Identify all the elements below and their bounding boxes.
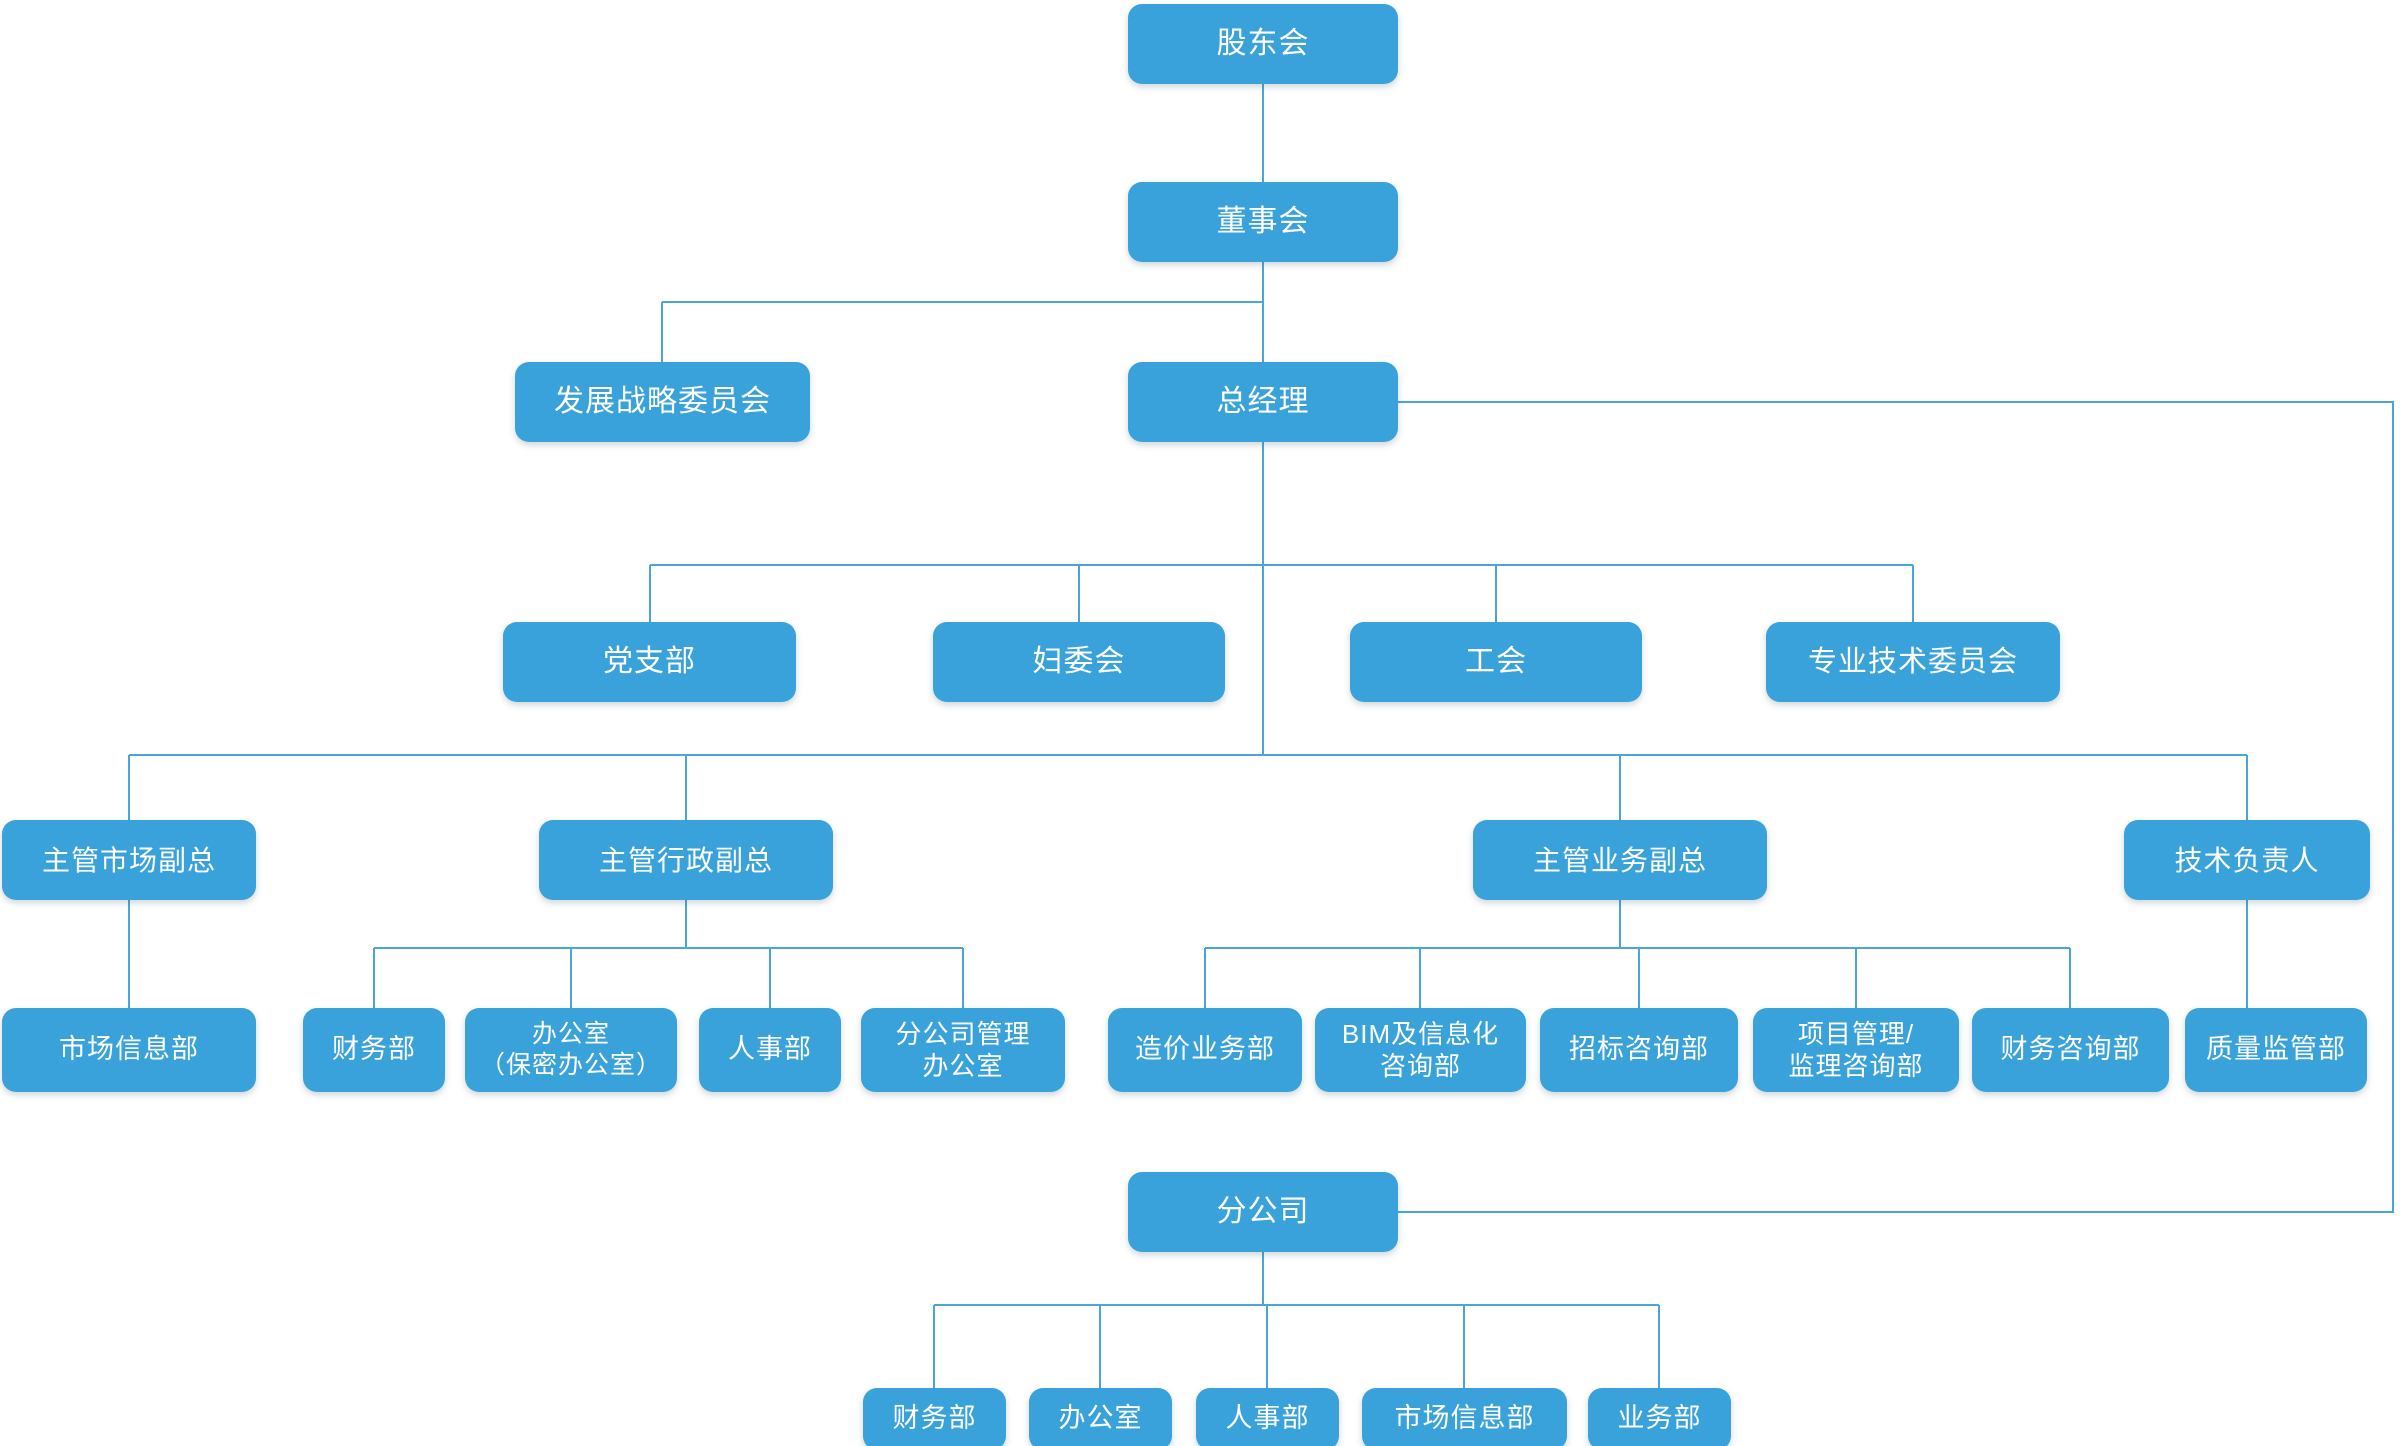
org-node-office-confidential: 办公室 （保密办公室） [465,1008,677,1092]
org-node-branch-business-dept: 业务部 [1588,1388,1731,1446]
org-node-bidding-consulting-dept: 招标咨询部 [1540,1008,1738,1092]
org-node-bim-info-consulting-dept: BIM及信息化 咨询部 [1315,1008,1526,1092]
org-node-strategy-committee: 发展战略委员会 [515,362,810,442]
org-node-branch-company: 分公司 [1128,1172,1398,1252]
org-node-board: 董事会 [1128,182,1398,262]
org-node-vp-business: 主管业务副总 [1473,820,1767,900]
org-node-labor-union: 工会 [1350,622,1642,702]
org-node-professional-tech-committee: 专业技术委员会 [1766,622,2060,702]
org-node-branch-hr-dept: 人事部 [1196,1388,1339,1446]
org-node-technical-director: 技术负责人 [2124,820,2370,900]
org-node-market-info-dept: 市场信息部 [2,1008,256,1092]
org-node-vp-market: 主管市场副总 [2,820,256,900]
org-node-general-manager: 总经理 [1128,362,1398,442]
org-node-quality-supervision-dept: 质量监管部 [2185,1008,2367,1092]
org-node-branch-market-info-dept: 市场信息部 [1362,1388,1567,1446]
org-node-womens-committee: 妇委会 [933,622,1225,702]
org-node-branch-finance-dept: 财务部 [863,1388,1006,1446]
org-node-finance-dept: 财务部 [303,1008,445,1092]
org-node-branch-mgmt-office: 分公司管理 办公室 [861,1008,1065,1092]
org-node-finance-consulting-dept: 财务咨询部 [1972,1008,2169,1092]
org-node-cost-business-dept: 造价业务部 [1108,1008,1302,1092]
org-node-vp-admin: 主管行政副总 [539,820,833,900]
connector-gm-to-branch-right-rail [1398,401,2394,1213]
org-node-shareholders: 股东会 [1128,4,1398,84]
org-node-branch-office: 办公室 [1029,1388,1172,1446]
org-node-pm-supervision-consulting: 项目管理/ 监理咨询部 [1753,1008,1959,1092]
org-node-hr-dept: 人事部 [699,1008,841,1092]
org-node-party-branch: 党支部 [503,622,796,702]
